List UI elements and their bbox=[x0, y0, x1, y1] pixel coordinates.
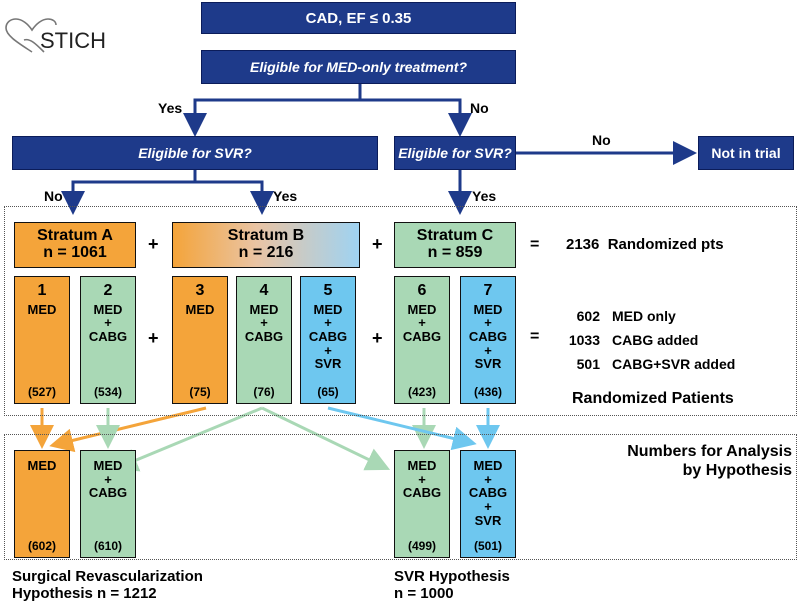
analysis-med-cabg-box: MED + CABG (610) bbox=[80, 450, 136, 558]
stratum-a-box: Stratum A n = 1061 bbox=[14, 222, 136, 268]
stratum-c-box: Stratum C n = 859 bbox=[394, 222, 516, 268]
cad-ef-text: CAD, EF ≤ 0.35 bbox=[305, 9, 412, 27]
arm-treatment: MED + CABG bbox=[88, 301, 128, 345]
arm-total-row: 602 MED only bbox=[552, 304, 792, 328]
arm-count: (65) bbox=[317, 385, 339, 400]
no-label: No bbox=[470, 100, 489, 116]
arm-7: 7 MED + CABG + SVR (436) bbox=[460, 276, 516, 404]
analysis-count: (610) bbox=[93, 539, 122, 554]
arm-total-count: 1033 bbox=[568, 332, 600, 348]
med-eligibility-box: Eligible for MED-only treatment? bbox=[201, 50, 516, 84]
arm-total-count: 501 bbox=[576, 356, 600, 372]
analysis-count: (499) bbox=[407, 539, 436, 554]
svr-hypothesis-line: n = 1000 bbox=[394, 585, 454, 602]
stratum-c-n: n = 859 bbox=[427, 244, 483, 261]
right-svr-text: Eligible for SVR? bbox=[398, 145, 512, 161]
right-no-label: No bbox=[592, 132, 611, 148]
left-no-label: No bbox=[44, 188, 63, 204]
logo-text: STICH bbox=[40, 28, 106, 53]
stratum-a-n: n = 1061 bbox=[43, 244, 107, 261]
yes-label: Yes bbox=[158, 100, 183, 116]
analysis-treatment: MED + CABG bbox=[402, 458, 442, 501]
stratum-b-box: Stratum B n = 216 bbox=[172, 222, 360, 268]
arm-5: 5 MED + CABG + SVR (65) bbox=[300, 276, 356, 404]
arm-total-label: CABG added bbox=[612, 332, 699, 348]
arm-treatment: MED + CABG bbox=[244, 301, 284, 345]
arm-number: 3 bbox=[195, 282, 205, 299]
med-eligibility-text: Eligible for MED-only treatment? bbox=[249, 59, 467, 75]
arm-total-row: 501 CABG+SVR added bbox=[552, 352, 792, 376]
plus-sign: + bbox=[148, 328, 159, 348]
left-svr-eligibility-box: Eligible for SVR? bbox=[12, 136, 378, 170]
arm-treatment: MED bbox=[185, 301, 215, 317]
arm-treatment: MED + CABG bbox=[402, 301, 442, 345]
arm-number: 2 bbox=[103, 282, 113, 299]
arm-number: 7 bbox=[483, 282, 493, 299]
not-in-trial-text: Not in trial bbox=[711, 145, 781, 161]
arm-treatment: MED bbox=[27, 301, 57, 317]
analysis-treatment: MED + CABG + SVR bbox=[468, 458, 508, 528]
arm-total-label: CABG+SVR added bbox=[612, 356, 736, 372]
arm-total-label: MED only bbox=[612, 308, 676, 324]
svr-hypothesis-line: SVR Hypothesis bbox=[394, 568, 510, 585]
surgical-hypothesis-line: Surgical Revascularization bbox=[12, 568, 203, 585]
left-yes-label: Yes bbox=[273, 188, 298, 204]
heart-icon bbox=[5, 18, 57, 53]
arm-count: (527) bbox=[27, 385, 56, 400]
svr-hypothesis-label: SVR Hypothesis n = 1000 bbox=[394, 568, 510, 602]
arm-number: 5 bbox=[323, 282, 333, 299]
surgical-hypothesis-line: Hypothesis n = 1212 bbox=[12, 585, 157, 602]
arm-total-row: 1033 CABG added bbox=[552, 328, 792, 352]
analysis-title-line: Numbers for Analysis bbox=[627, 443, 792, 460]
surgical-hypothesis-label: Surgical Revascularization Hypothesis n … bbox=[12, 568, 203, 602]
stratum-c-name: Stratum C bbox=[416, 227, 494, 245]
arm-1: 1 MED (527) bbox=[14, 276, 70, 404]
arm-count: (76) bbox=[253, 385, 275, 400]
arm-totals-equals: = bbox=[530, 328, 540, 345]
cad-ef-box: CAD, EF ≤ 0.35 bbox=[201, 2, 516, 34]
arm-totals: 602 MED only 1033 CABG added 501 CABG+SV… bbox=[552, 304, 792, 376]
analysis-title: Numbers for Analysis by Hypothesis bbox=[560, 442, 792, 480]
arm-treatment: MED + CABG + SVR bbox=[468, 301, 508, 372]
stratum-b-n: n = 216 bbox=[238, 244, 294, 261]
right-yes-label: Yes bbox=[472, 188, 497, 204]
stratum-a-name: Stratum A bbox=[37, 227, 113, 245]
analysis-svr-med-cabg-box: MED + CABG (499) bbox=[394, 450, 450, 558]
arm-3: 3 MED (75) bbox=[172, 276, 228, 404]
arm-count: (436) bbox=[473, 385, 502, 400]
randomized-patients-label: Randomized Patients bbox=[572, 390, 734, 407]
analysis-treatment: MED + CABG bbox=[88, 458, 128, 501]
arm-2: 2 MED + CABG (534) bbox=[80, 276, 136, 404]
randomized-patients-frame bbox=[4, 206, 797, 416]
arm-6: 6 MED + CABG (423) bbox=[394, 276, 450, 404]
plus-sign: + bbox=[372, 328, 383, 348]
stich-logo: STICH bbox=[2, 18, 132, 58]
analysis-count: (602) bbox=[27, 539, 56, 554]
analysis-title-line: by Hypothesis bbox=[682, 462, 792, 479]
analysis-treatment: MED bbox=[27, 458, 57, 473]
arm-total-count: 602 bbox=[576, 308, 600, 324]
stratum-b-name: Stratum B bbox=[227, 227, 305, 245]
arm-count: (534) bbox=[93, 385, 122, 400]
arm-count: (75) bbox=[189, 385, 211, 400]
arm-treatment: MED + CABG + SVR bbox=[308, 301, 348, 372]
arm-number: 4 bbox=[259, 282, 269, 299]
arm-number: 6 bbox=[417, 282, 427, 299]
analysis-svr-box: MED + CABG + SVR (501) bbox=[460, 450, 516, 558]
left-svr-text: Eligible for SVR? bbox=[138, 145, 252, 161]
plus-sign: + bbox=[148, 234, 159, 254]
arm-4: 4 MED + CABG (76) bbox=[236, 276, 292, 404]
plus-sign: + bbox=[372, 234, 383, 254]
not-in-trial-box: Not in trial bbox=[698, 136, 794, 170]
analysis-frame bbox=[4, 434, 797, 560]
equals-sign: = bbox=[530, 236, 540, 253]
right-svr-eligibility-box: Eligible for SVR? bbox=[394, 136, 516, 170]
randomized-total: 2136 Randomized pts bbox=[566, 236, 724, 253]
arm-count: (423) bbox=[407, 385, 436, 400]
analysis-count: (501) bbox=[473, 539, 502, 554]
arm-number: 1 bbox=[37, 282, 47, 299]
analysis-med-box: MED (602) bbox=[14, 450, 70, 558]
